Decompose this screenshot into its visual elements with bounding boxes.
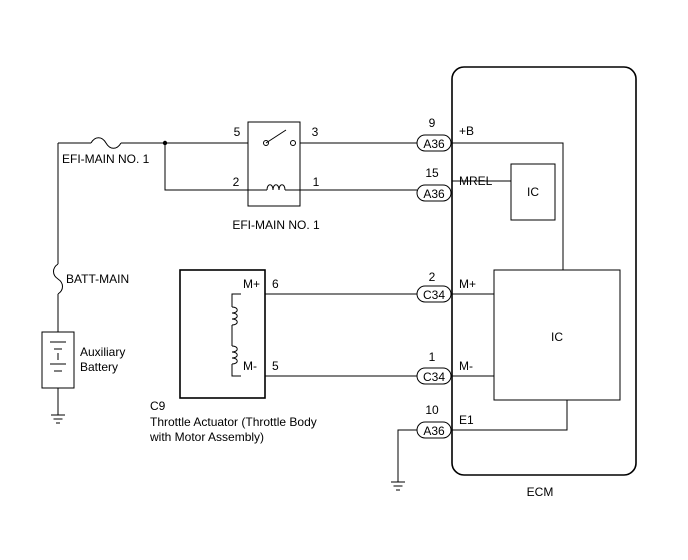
ground-icon — [391, 481, 405, 491]
relay-outline — [247, 121, 301, 207]
pin-number: 9 — [429, 116, 436, 130]
actuator-name-line2: with Motor Assembly) — [149, 430, 264, 444]
relay-pin-2: 2 — [233, 175, 240, 189]
signal-plus-b: +B — [459, 124, 474, 138]
ground-icon — [51, 414, 65, 424]
connector-label: A36 — [423, 137, 445, 151]
signal-e1: E1 — [459, 413, 474, 427]
signal-mrel: MREL — [459, 174, 493, 188]
connector-label: A36 — [423, 424, 445, 438]
actuator-terminal-plus: M+ — [243, 277, 260, 291]
motor-lead-bottom — [231, 364, 241, 377]
ecm-label: ECM — [527, 485, 554, 499]
connector-label: C34 — [423, 288, 445, 302]
motor-coil-lower-icon — [231, 345, 238, 365]
wire-coil-feed — [164, 143, 248, 191]
ecm-ic-lower-label: IC — [551, 330, 563, 344]
ecm-ic-upper — [510, 163, 556, 221]
ecm-ic-lower — [493, 269, 621, 401]
actuator-pin-5: 5 — [272, 359, 279, 373]
fuse-efi-main-label: EFI-MAIN NO. 1 — [62, 152, 150, 166]
fuse-batt-main-label: BATT-MAIN — [66, 272, 129, 286]
fuse-batt-main-icon — [53, 263, 63, 295]
signal-m-minus: M- — [459, 359, 473, 373]
connector-label: C34 — [423, 370, 445, 384]
relay-pin-5: 5 — [234, 125, 241, 139]
throttle-actuator: M+ M- 6 5 C9 Throttle Actuator (Throttle… — [149, 269, 317, 444]
relay-label: EFI-MAIN NO. 1 — [232, 218, 320, 232]
relay-switch-arm — [265, 129, 287, 144]
relay-contact-right — [290, 140, 296, 146]
connector-label: A36 — [423, 187, 445, 201]
connector-a36-pin15 — [416, 184, 452, 202]
ecm-wire-plus-b — [452, 142, 564, 270]
pin-number: 15 — [425, 166, 439, 180]
pin-number: 1 — [429, 350, 436, 364]
external-wiring — [53, 137, 417, 491]
actuator-pin-6: 6 — [272, 277, 279, 291]
ecm-wire-e1 — [452, 400, 568, 431]
motor-lead-top — [231, 293, 241, 307]
actuator-code: C9 — [150, 399, 166, 413]
signal-m-plus: M+ — [459, 277, 476, 291]
pin-number: 2 — [429, 270, 436, 284]
relay-efi-main: 5 3 2 1 EFI-MAIN NO. 1 — [232, 121, 320, 232]
wire-e1-ground — [397, 429, 417, 482]
relay-coil-icon — [266, 184, 286, 191]
ecm-unit: ECM IC IC +B MREL M+ M- E1 — [451, 66, 637, 499]
relay-pin-3: 3 — [312, 125, 319, 139]
ecm-ic-upper-label: IC — [527, 185, 539, 199]
fuse-efi-main-icon — [90, 137, 122, 149]
pin-number: 10 — [425, 403, 439, 417]
battery-label-line2: Battery — [80, 360, 118, 374]
actuator-terminal-minus: M- — [243, 359, 257, 373]
relay-pin-1: 1 — [313, 175, 320, 189]
actuator-name-line1: Throttle Actuator (Throttle Body — [150, 415, 317, 429]
battery-label-line1: Auxiliary — [80, 345, 125, 359]
actuator-outline — [179, 269, 266, 399]
connectors: A36 9 A36 15 C34 2 C34 1 A36 10 — [416, 116, 452, 439]
auxiliary-battery: Auxiliary Battery — [41, 331, 125, 424]
motor-coil-upper-icon — [231, 306, 238, 326]
